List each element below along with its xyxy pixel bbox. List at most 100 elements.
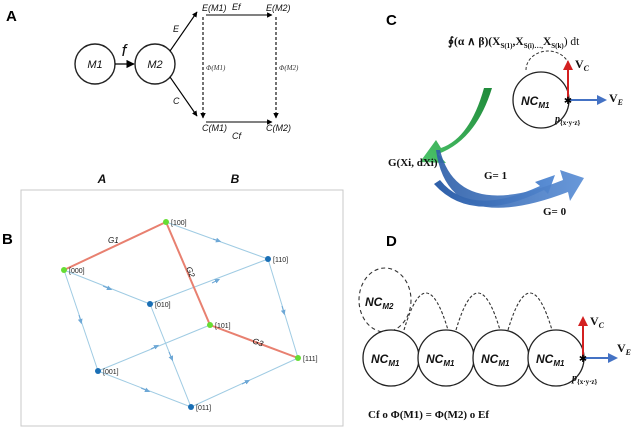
integral-equation: ∮(α ∧ β)(XS(1),XS(i)…,XS(k)) dt bbox=[448, 35, 580, 50]
star-marker-c: ✱ bbox=[564, 96, 572, 107]
p-text-d: p bbox=[571, 373, 577, 384]
g3-label: G3 bbox=[251, 336, 265, 348]
node-001 bbox=[95, 368, 101, 374]
c-arrow bbox=[169, 76, 198, 117]
ef-label: Ef bbox=[232, 2, 242, 12]
ve-label-d: VE bbox=[617, 341, 631, 357]
star-marker-d: ✱ bbox=[579, 354, 587, 365]
g1-eq-label: G= 1 bbox=[484, 170, 507, 182]
vc-sub-d: C bbox=[599, 321, 605, 330]
node-110 bbox=[265, 256, 271, 262]
cf-label: Cf bbox=[232, 131, 242, 141]
m2-node bbox=[134, 43, 176, 85]
vc-label-d: VC bbox=[590, 314, 605, 330]
nc-m1-label-d1: NCM1 bbox=[371, 352, 400, 368]
nc-m1-label-d4: NCM1 bbox=[536, 352, 565, 368]
dashed-arc-d3 bbox=[507, 292, 553, 331]
nc-m1-label-c: NCM1 bbox=[521, 94, 550, 110]
cm2-label: C(M2) bbox=[266, 123, 291, 133]
f-label: f bbox=[122, 41, 129, 60]
vc-v-c: V bbox=[575, 57, 584, 71]
node-010-label: [010] bbox=[155, 302, 171, 309]
node-001-label: [001] bbox=[103, 369, 119, 376]
m1-label: M1 bbox=[87, 59, 102, 71]
panel-c-label: C bbox=[386, 12, 397, 29]
nc-m1-label-d3: NCM1 bbox=[481, 352, 510, 368]
path-g3 bbox=[209, 324, 299, 359]
g2-label: G2 bbox=[184, 265, 197, 279]
node-000 bbox=[61, 267, 67, 273]
arrowhead-001-101 bbox=[150, 344, 160, 350]
ve-sub-d: E bbox=[625, 348, 631, 357]
p-label-d: p{x·y·z} bbox=[571, 373, 598, 386]
nc-m1-label-d2: NCM1 bbox=[426, 352, 455, 368]
p-sub-c: {x·y·z} bbox=[560, 119, 581, 127]
edge-arrowheads bbox=[77, 237, 286, 393]
dashed-arc-d2 bbox=[455, 292, 501, 331]
arrowhead-010-110 bbox=[211, 278, 221, 284]
e-label: E bbox=[173, 24, 180, 34]
integral-sep2: X bbox=[543, 36, 552, 48]
path-g2 bbox=[165, 221, 211, 326]
em2-label: E(M2) bbox=[266, 3, 291, 13]
e-arrow bbox=[169, 11, 198, 52]
m2-sub-d: M2 bbox=[382, 302, 394, 311]
path-g1 bbox=[63, 221, 167, 271]
node-111 bbox=[295, 355, 301, 361]
arrowhead-000-001 bbox=[77, 314, 83, 325]
panel-d-label: D bbox=[386, 233, 397, 250]
p-text-c: p bbox=[554, 114, 560, 125]
vc-v-d: V bbox=[590, 314, 599, 328]
arrowhead-110-111 bbox=[280, 305, 286, 316]
edge-010-110 bbox=[149, 258, 269, 305]
m1-sub-d1: M1 bbox=[388, 359, 400, 368]
arrowhead-010-011 bbox=[168, 351, 174, 362]
phi-m2-label: Φ(M2) bbox=[279, 64, 299, 72]
nc-text-d2: NC bbox=[426, 352, 444, 366]
integral-si: S(i)…, bbox=[524, 42, 544, 50]
node-101-label: [101] bbox=[215, 323, 231, 330]
node-011 bbox=[188, 404, 194, 410]
phi-m1-label: Φ(M1) bbox=[206, 64, 226, 72]
nc-m2-text: NC bbox=[365, 295, 383, 309]
nc-m2-label: NCM2 bbox=[365, 295, 394, 311]
cube-frame bbox=[20, 189, 344, 427]
nc-text-d1: NC bbox=[371, 352, 389, 366]
em1-label: E(M1) bbox=[202, 3, 227, 13]
node-011-label: [011] bbox=[196, 405, 211, 412]
ve-v-c: V bbox=[609, 91, 618, 105]
vc-sub-c: C bbox=[584, 64, 590, 73]
arrowhead-100-110 bbox=[212, 237, 222, 243]
panel-a-label: A bbox=[6, 8, 17, 25]
ve-label-c: VE bbox=[609, 91, 623, 107]
g0-eq-label: G= 0 bbox=[543, 206, 567, 218]
commutation-equation: Cf o Φ(M1) = Φ(M2) o Ef bbox=[368, 409, 489, 421]
node-100 bbox=[163, 219, 169, 225]
nc-text-d3: NC bbox=[481, 352, 499, 366]
m1-sub-d4: M1 bbox=[553, 359, 565, 368]
p-label-c: p{x·y·z} bbox=[554, 114, 581, 127]
node-010 bbox=[147, 301, 153, 307]
m2-label: M2 bbox=[147, 59, 162, 71]
m1-sub-d2: M1 bbox=[443, 359, 455, 368]
g-label: G(Xi, dXi) bbox=[388, 157, 438, 169]
node-101 bbox=[207, 322, 213, 328]
m1-sub-d3: M1 bbox=[498, 359, 510, 368]
dashed-arc-d1 bbox=[403, 292, 449, 331]
arrowhead-001-011 bbox=[140, 387, 151, 393]
integral-dt: ) dt bbox=[564, 36, 580, 48]
cube-nodes: [000] [100] [110] [010] [101] [001] [111… bbox=[61, 219, 318, 412]
vc-label-c: VC bbox=[575, 57, 590, 73]
arrowhead-000-010 bbox=[102, 285, 113, 291]
integral-sep1: ,X bbox=[513, 36, 525, 48]
node-100-label: [100] bbox=[171, 220, 187, 227]
panel-b-label: B bbox=[2, 231, 13, 248]
node-110-label: [110] bbox=[273, 257, 288, 264]
dashed-arc-c bbox=[525, 50, 571, 71]
nc-text-c: NC bbox=[521, 94, 539, 108]
integral-prefix: ∮(α ∧ β)(X bbox=[448, 35, 501, 48]
integral-sk: S(k) bbox=[551, 42, 564, 50]
blue-arrow-g0 bbox=[436, 150, 584, 208]
